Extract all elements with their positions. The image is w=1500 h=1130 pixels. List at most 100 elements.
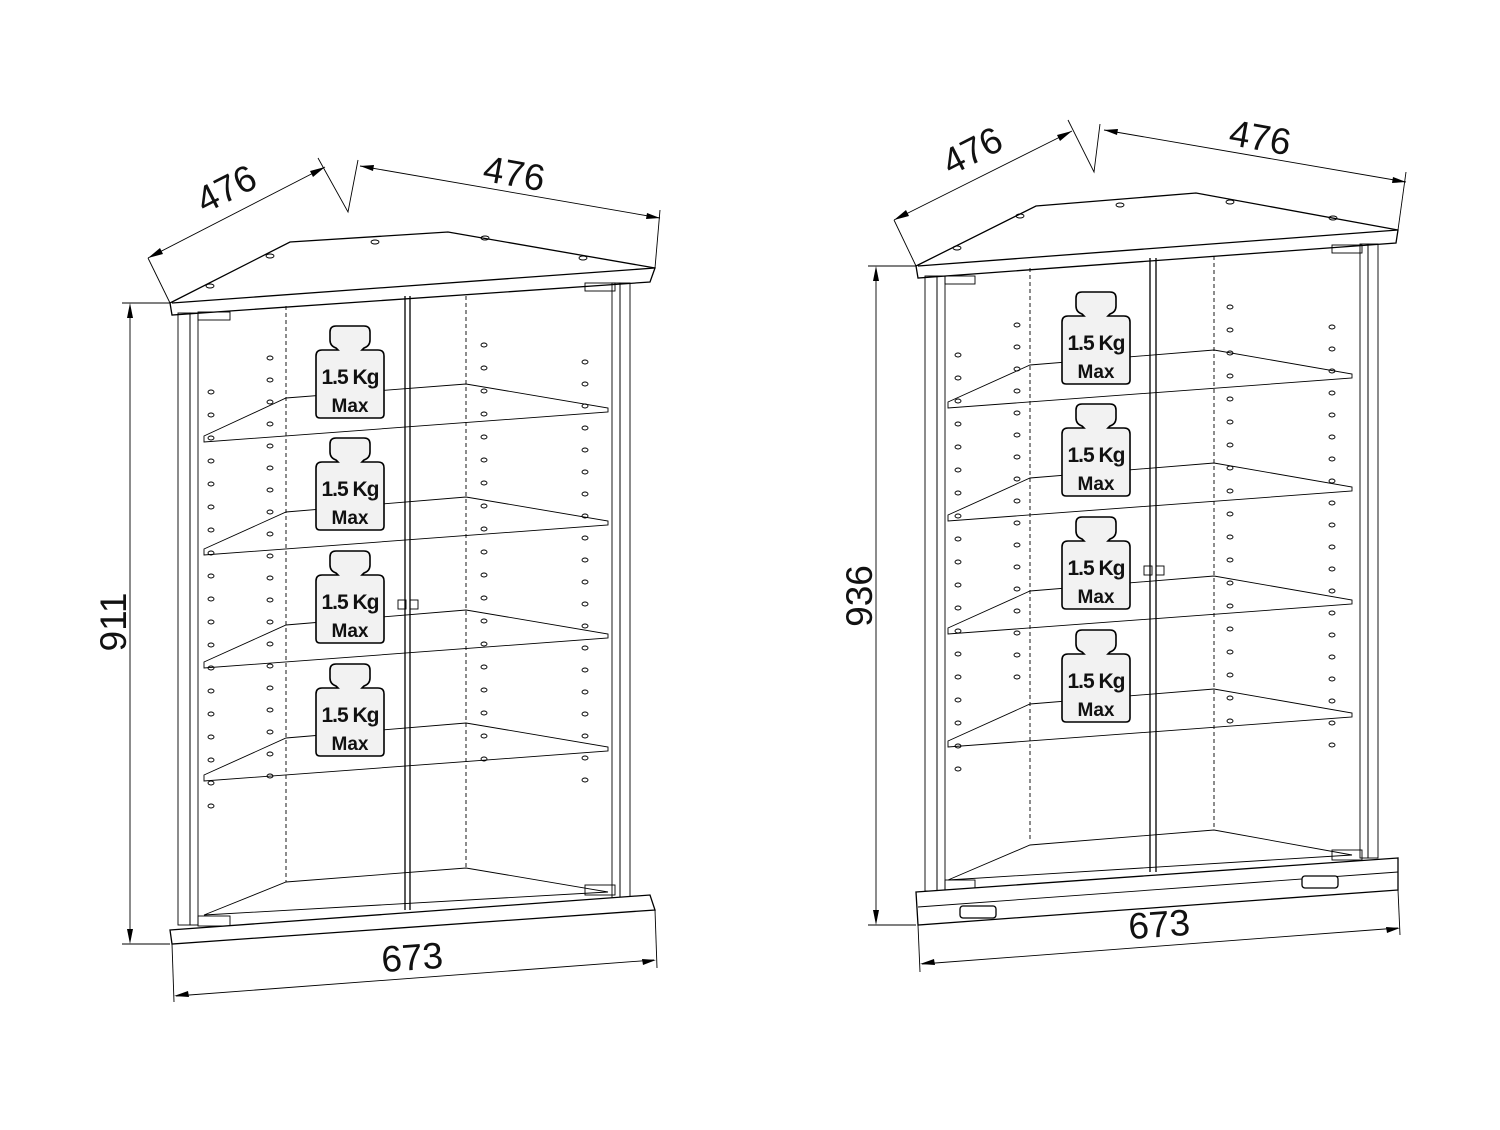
weight-load-label: 1.5 Kg [321,591,378,614]
weight-badge: 1.5 Kg Max [315,550,385,644]
pin-hole [266,597,274,603]
cabinet-right: 1.5 Kg Max 1.5 Kg Max 1.5 Kg Max 1.5 Kg … [839,112,1407,973]
pin-hole [581,623,589,629]
pin-hole [581,447,589,453]
pin-hole [1226,304,1234,310]
pin-hole [480,618,488,624]
left-post [177,312,191,926]
pin-hole [954,444,962,450]
depth-label: 476 [1226,112,1294,163]
pin-hole [1328,720,1336,726]
pin-hole [207,665,215,671]
pin-hole [480,572,488,578]
pin-hole [1328,500,1336,506]
pin-hole [581,601,589,607]
pin-hole [1013,564,1021,570]
pin-hole [480,480,488,486]
pin-hole [954,421,962,427]
pin-hole [1226,442,1234,448]
weight-badge: 1.5 Kg Max [1061,403,1131,497]
pin-hole [581,557,589,563]
pin-hole [207,573,215,579]
pin-hole [207,803,215,809]
pin-hole [480,687,488,693]
pin-hole [1013,520,1021,526]
pin-hole [581,381,589,387]
pin-hole [954,559,962,565]
pin-hole [1328,522,1336,528]
pin-hole [581,469,589,475]
pin-hole [954,490,962,496]
pin-hole [207,642,215,648]
pin-hole [207,550,215,556]
pin-hole [581,425,589,431]
pin-hole [266,465,274,471]
weight-badges-left: 1.5 Kg Max 1.5 Kg Max 1.5 Kg Max 1.5 Kg … [315,325,385,757]
pin-hole [1013,630,1021,636]
pin-hole [1226,511,1234,517]
pin-hole [1328,412,1336,418]
pin-hole [1328,676,1336,682]
pin-hole [480,342,488,348]
weight-limit-label: Max [1078,700,1115,721]
pin-hole [1226,718,1234,724]
shelves-left [203,383,609,916]
pin-hole [1013,432,1021,438]
pin-hole [480,641,488,647]
pin-hole [266,531,274,537]
height-dimension-right: 936 [839,265,916,926]
pin-hole [1226,672,1234,678]
pin-hole [1328,368,1336,374]
pin-hole [266,377,274,383]
pin-hole [1013,542,1021,548]
pin-hole [1226,465,1234,471]
pin-hole [954,766,962,772]
feet [959,875,1339,919]
pin-hole [207,527,215,533]
pin-hole [480,526,488,532]
pin-hole [1013,674,1021,680]
right-post [619,282,631,904]
pin-hole [266,685,274,691]
pin-hole [207,780,215,786]
pin-hole [266,641,274,647]
pin-hole [954,582,962,588]
pin-hole [266,619,274,625]
weight-load-label: 1.5 Kg [321,478,378,501]
depth-label: 476 [190,157,264,222]
pin-hole [581,667,589,673]
pin-hole [266,751,274,757]
pin-hole [207,412,215,418]
pin-hole [1013,608,1021,614]
shelves-right [947,349,1353,881]
pin-hole [207,481,215,487]
pin-hole [1226,534,1234,540]
pin-hole [1226,373,1234,379]
top-holes [952,199,1338,251]
pin-hole [1013,322,1021,328]
pin-hole [954,352,962,358]
pin-holes-right [954,304,1336,772]
pin-hole [1013,388,1021,394]
pin-hole [1226,396,1234,402]
pin-hole [1013,498,1021,504]
pin-hole [1328,742,1336,748]
pin-hole [1328,544,1336,550]
pin-hole [266,443,274,449]
pin-hole [1226,580,1234,586]
height-label: 936 [839,565,880,627]
weight-load-label: 1.5 Kg [1067,444,1124,467]
pin-hole [1013,476,1021,482]
pin-hole [480,595,488,601]
pin-hole [1328,346,1336,352]
pin-hole [1013,652,1021,658]
pin-hole [1226,626,1234,632]
pin-hole [954,375,962,381]
pin-hole [266,729,274,735]
width-label: 673 [380,935,444,980]
weight-limit-label: Max [1078,362,1115,383]
pin-hole [1328,390,1336,396]
weight-limit-label: Max [332,734,369,755]
pin-hole [207,734,215,740]
